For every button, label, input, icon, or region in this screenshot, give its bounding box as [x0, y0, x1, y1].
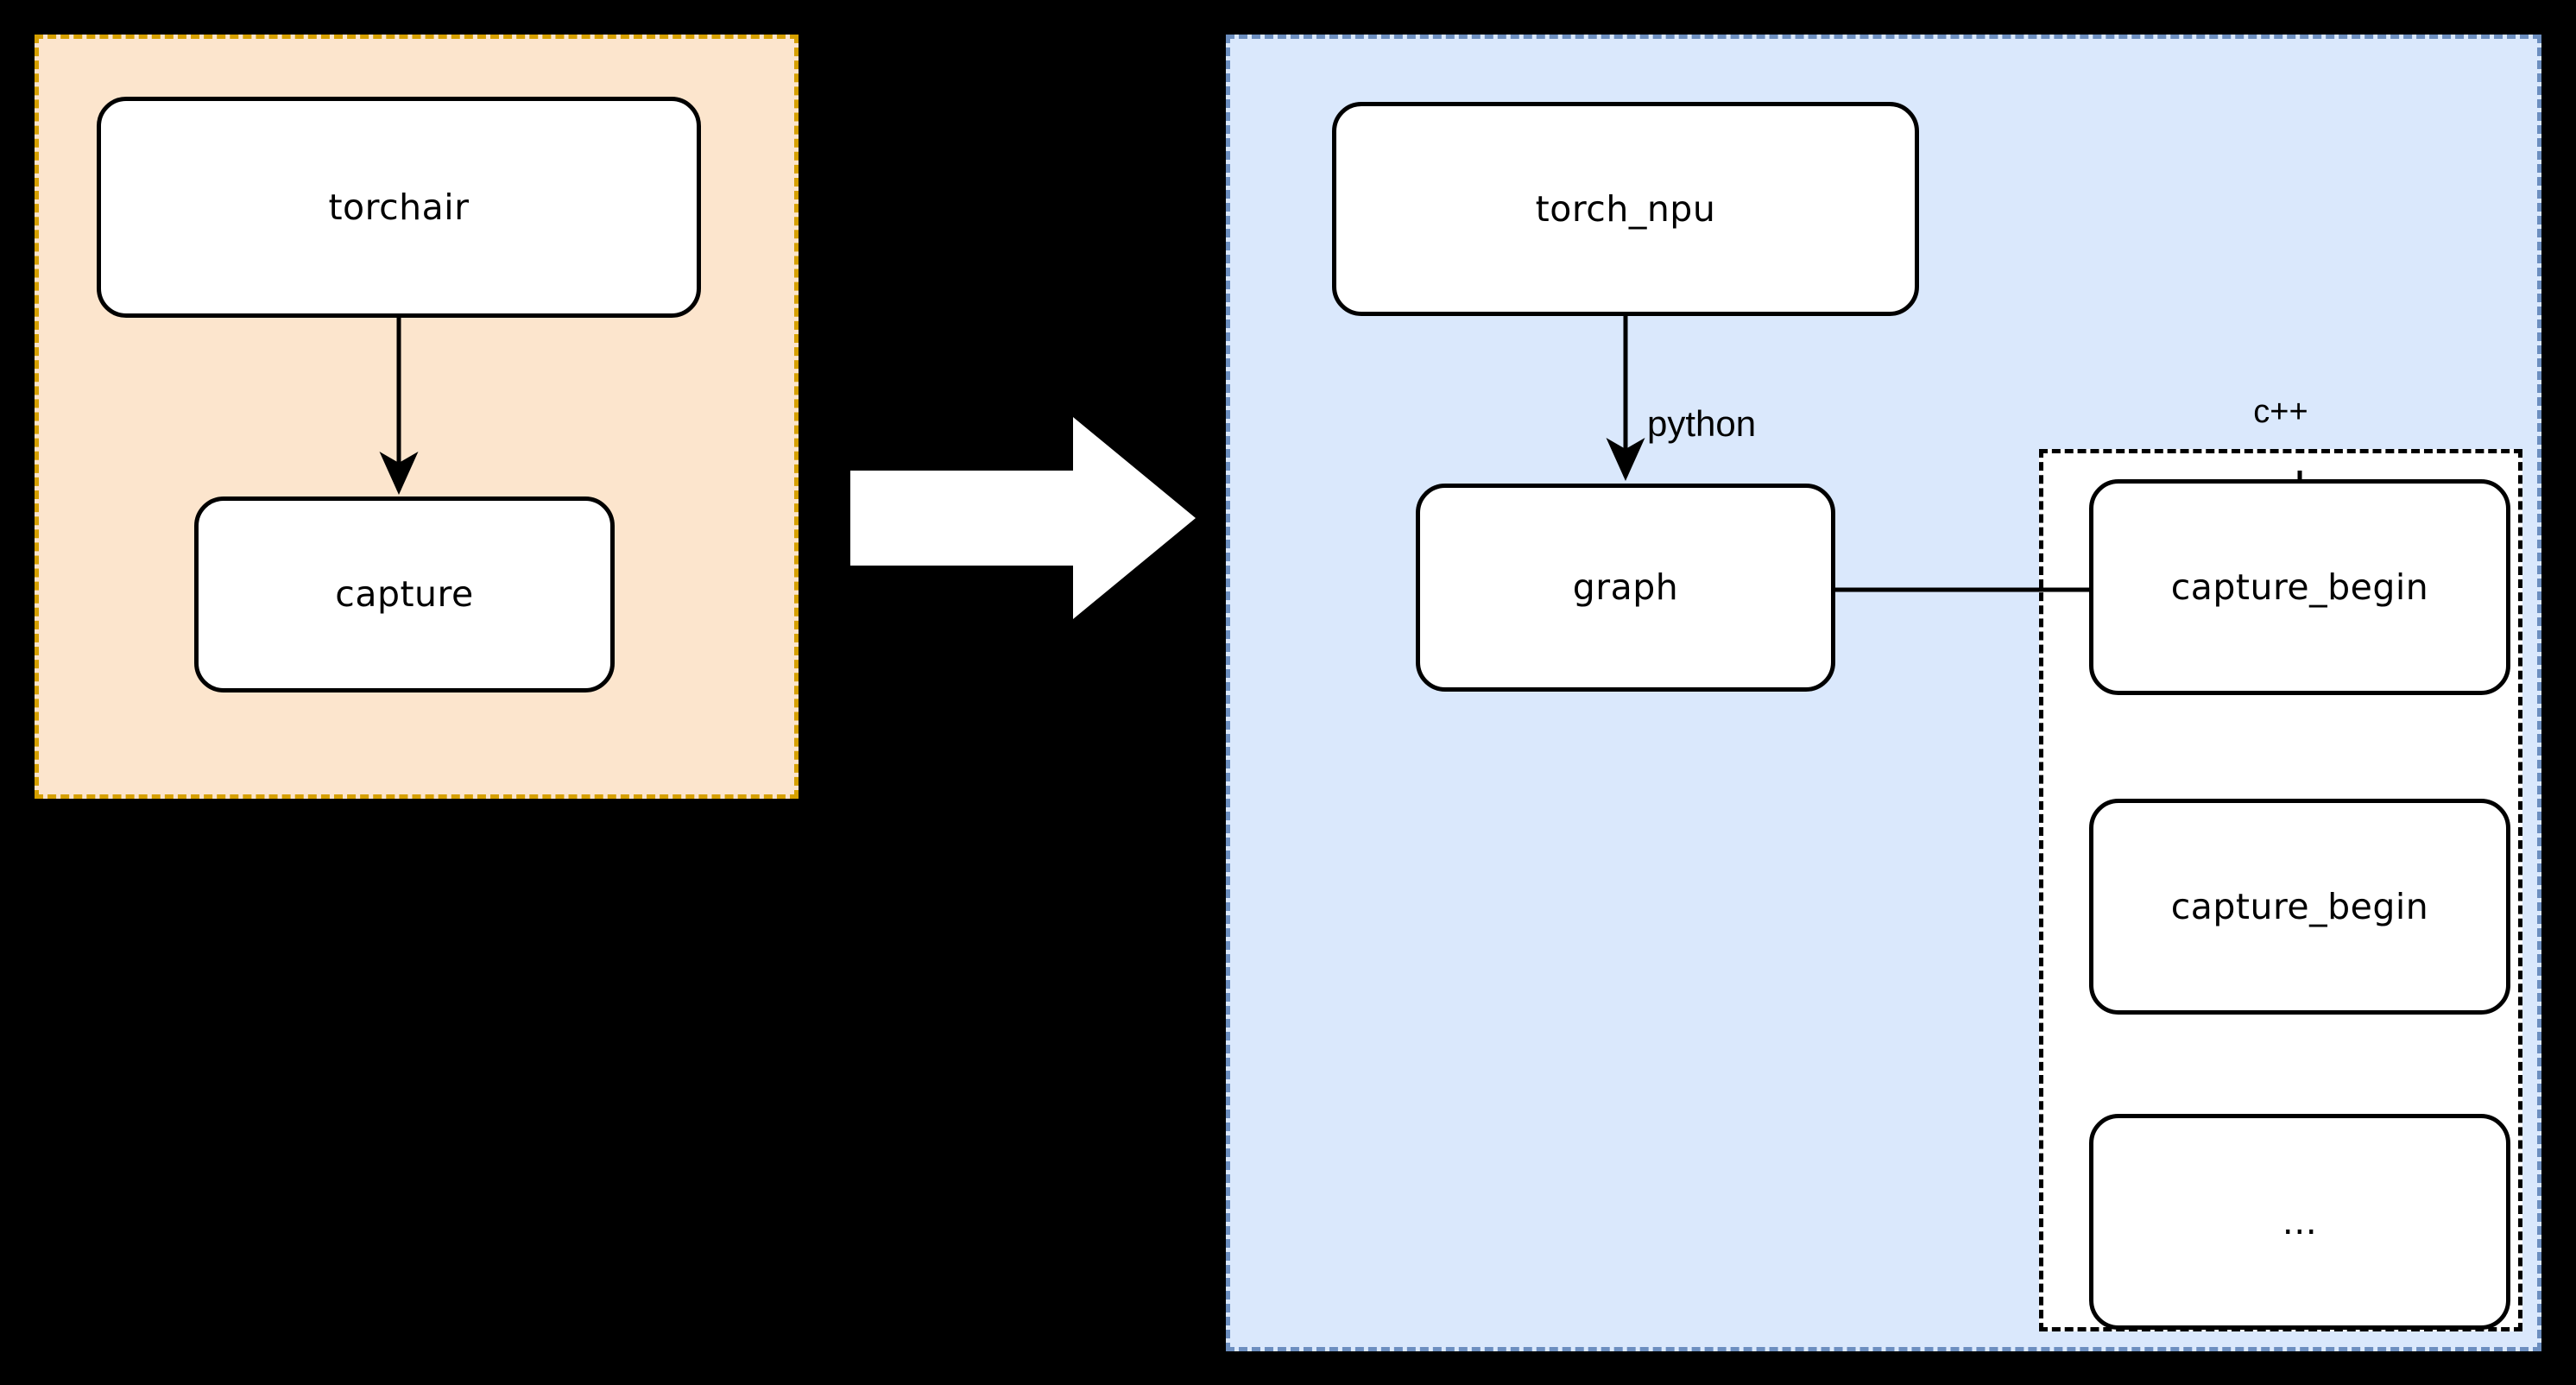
node-torch-npu[interactable]: torch_npu — [1332, 102, 1919, 316]
node-capture[interactable]: capture — [194, 496, 615, 692]
node-capture-begin-2[interactable]: capture_begin — [2089, 799, 2510, 1015]
node-capture-begin-1[interactable]: capture_begin — [2089, 479, 2510, 695]
group-cpp-label: c++ — [2253, 394, 2308, 430]
transform-arrow-icon — [850, 417, 1196, 619]
node-graph[interactable]: graph — [1416, 484, 1835, 692]
node-ellipsis[interactable]: ... — [2089, 1114, 2510, 1330]
node-torchair[interactable]: torchair — [97, 97, 701, 318]
edge-label-python: python — [1647, 403, 1757, 444]
